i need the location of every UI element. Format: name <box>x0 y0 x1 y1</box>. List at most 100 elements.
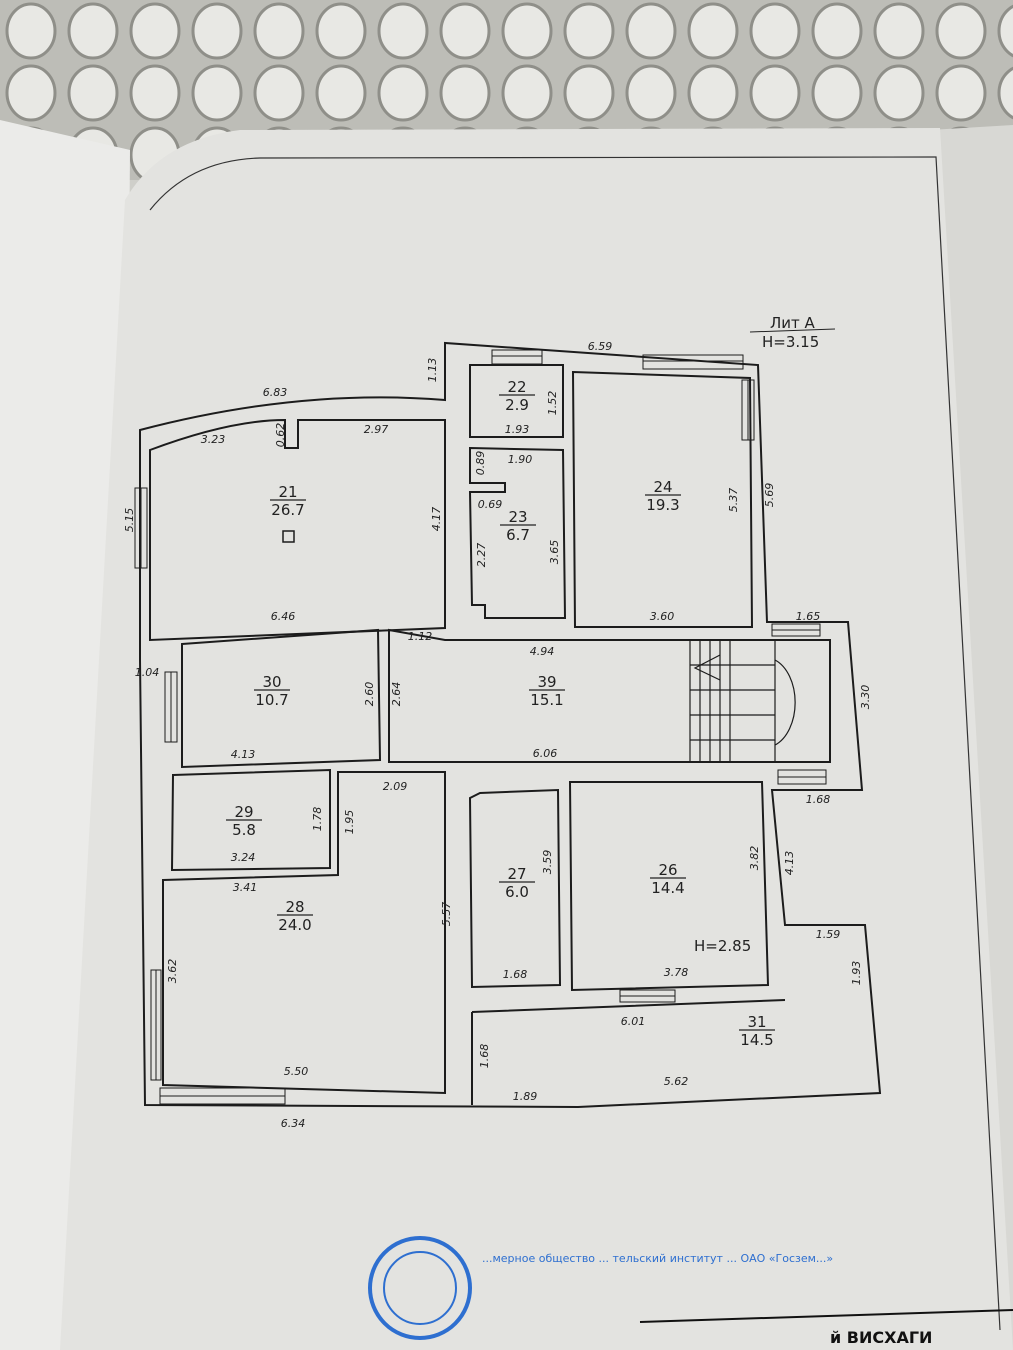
dimension-label: 2.27 <box>475 543 488 568</box>
room-number: 23 <box>508 508 527 526</box>
dimension-label: 6.46 <box>271 610 296 623</box>
room-24-wall <box>571 370 754 628</box>
dimension-label: 3.30 <box>859 685 872 710</box>
room-labels: 2126.7222.9236.72419.33010.73915.1295.82… <box>226 378 775 1049</box>
dimension-label: 0.62 <box>274 423 287 448</box>
room-number: 27 <box>507 865 526 883</box>
room-number: 28 <box>285 898 304 916</box>
room-28-wall <box>162 771 446 1095</box>
height-room-26: H=2.85 <box>694 937 751 955</box>
room-31-wall <box>471 999 786 1105</box>
room-number: 26 <box>658 861 677 879</box>
room-number: 31 <box>747 1013 766 1031</box>
room-label-22: 222.9 <box>499 378 535 414</box>
staircase <box>689 640 796 762</box>
dimension-label: 6.83 <box>263 386 288 399</box>
dimension-label: 4.13 <box>783 851 796 876</box>
room-area: 5.8 <box>232 821 256 839</box>
footer-title: й ВИСХАГИ <box>830 1328 932 1347</box>
room-area: 6.7 <box>506 526 530 544</box>
room-22-wall <box>469 364 564 438</box>
room-number: 39 <box>537 673 556 691</box>
dimension-label: 3.59 <box>541 850 554 875</box>
dimension-label: 1.04 <box>135 666 160 679</box>
dimension-label: 2.60 <box>363 682 376 707</box>
dimension-label: 5.57 <box>440 902 453 927</box>
document-page <box>60 128 1013 1350</box>
room-number: 22 <box>507 378 526 396</box>
room-area: 2.9 <box>505 396 529 414</box>
lit-underline <box>749 328 836 333</box>
dimension-label: 1.89 <box>513 1090 538 1103</box>
column-square <box>282 530 295 543</box>
dimension-label: 1.65 <box>796 610 821 623</box>
dimension-label: 6.34 <box>281 1117 306 1130</box>
dimension-label: 5.62 <box>664 1075 689 1088</box>
room-label-23: 236.7 <box>500 508 536 544</box>
room-area: 26.7 <box>271 501 304 519</box>
dimension-label: 1.52 <box>546 391 559 416</box>
room-26-wall <box>568 781 770 992</box>
dimension-labels: 6.83 1.13 6.59 3.23 0.62 2.97 1.93 1.52 1.90 0.89… <box>123 340 872 1130</box>
title-block-line <box>639 1309 1013 1323</box>
outer-wall <box>139 341 882 1109</box>
dimension-label: 4.13 <box>231 748 256 761</box>
room-area: 24.0 <box>278 916 311 934</box>
dimension-label: 5.37 <box>727 488 740 513</box>
dimension-label: 3.41 <box>233 881 258 894</box>
dimension-label: 0.89 <box>474 451 487 476</box>
lit-label: Лит А <box>770 314 816 332</box>
dimension-label: 3.65 <box>548 540 561 565</box>
dimension-label: 1.68 <box>503 968 528 981</box>
stamp-inner-ring <box>383 1251 457 1325</box>
dimension-label: 2.64 <box>390 682 403 707</box>
room-number: 21 <box>278 483 297 501</box>
dimension-label: 1.90 <box>508 453 533 466</box>
room-label-29: 295.8 <box>226 803 262 839</box>
stamp <box>368 1236 472 1340</box>
dimension-label: 4.17 <box>430 507 443 532</box>
dimension-label: 6.01 <box>621 1015 646 1028</box>
dimension-label: 0.69 <box>478 498 503 511</box>
room-39-wall <box>388 628 831 763</box>
room-area: 14.5 <box>740 1031 773 1049</box>
dimension-label: 3.24 <box>231 851 256 864</box>
room-29-wall <box>170 768 331 872</box>
dimension-label: 6.06 <box>533 747 558 760</box>
dimension-label: 5.50 <box>284 1065 309 1078</box>
dimension-label: 1.78 <box>311 807 324 832</box>
dimension-label: 5.69 <box>763 483 776 508</box>
dimension-label: 1.13 <box>426 358 439 383</box>
windows <box>134 349 827 1105</box>
room-number: 30 <box>262 673 281 691</box>
dimension-label: 2.09 <box>383 780 408 793</box>
page-frame <box>149 156 1001 1331</box>
walls <box>134 341 882 1109</box>
dimension-label: 1.68 <box>806 793 831 806</box>
room-number: 29 <box>234 803 253 821</box>
dimension-label: 1.68 <box>478 1044 491 1069</box>
stamp-outer-ring <box>368 1236 472 1340</box>
room-number: 24 <box>653 478 672 496</box>
dimension-label: 2.97 <box>364 423 389 436</box>
room-30-wall <box>181 628 382 769</box>
dimension-label: 1.59 <box>816 928 841 941</box>
dimension-label: 3.23 <box>201 433 226 446</box>
room-27-wall <box>468 788 562 989</box>
dimension-label: 6.59 <box>588 340 613 353</box>
room-area: 6.0 <box>505 883 529 901</box>
dimension-label: 1.12 <box>408 630 433 643</box>
dimension-label: 3.82 <box>748 846 761 871</box>
dimension-label: 3.62 <box>166 959 179 984</box>
room-area: 15.1 <box>530 691 563 709</box>
room-area: 14.4 <box>651 879 684 897</box>
room-21-wall <box>149 418 446 642</box>
dimension-label: 1.93 <box>505 423 530 436</box>
room-label-27: 276.0 <box>499 865 535 901</box>
